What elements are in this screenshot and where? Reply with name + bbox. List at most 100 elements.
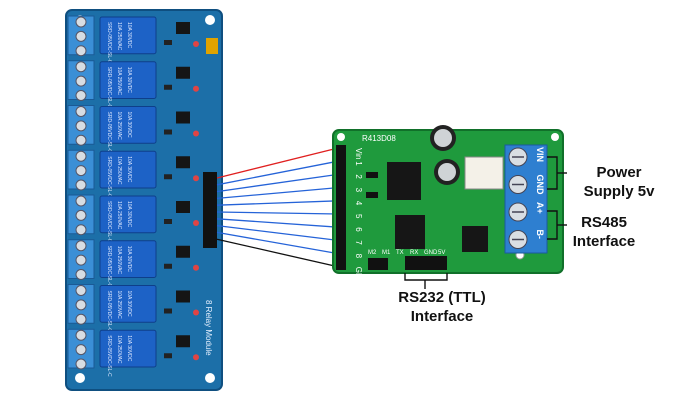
wire	[216, 231, 339, 255]
wire	[216, 173, 339, 193]
mount-hole	[551, 133, 559, 141]
screw-icon	[75, 224, 87, 236]
wire	[216, 186, 339, 200]
wire	[216, 211, 339, 215]
resistor	[164, 174, 172, 180]
uart-pin-label: TX	[396, 250, 404, 256]
header-pin-label: 2	[354, 174, 363, 179]
screw-icon	[75, 165, 87, 177]
callout-line: Supply 5v	[583, 183, 655, 200]
optocoupler	[176, 245, 190, 258]
relay-marking: 10A 30VDC	[126, 22, 132, 49]
header-pin-label: 3	[354, 188, 363, 193]
capacitor	[434, 159, 460, 185]
relay-marking: SRD-05VDC-SL-C	[106, 201, 112, 243]
screw-icon	[75, 120, 87, 132]
screw-icon	[75, 30, 87, 42]
controller-input-header	[336, 145, 346, 270]
optocoupler	[176, 111, 190, 124]
relay-marking: SRD-05VDC-SL-C	[106, 67, 112, 109]
chip	[395, 215, 425, 249]
screw-icon	[75, 106, 87, 117]
mount-hole	[337, 133, 345, 141]
relay-marking: SRD-05VDC-SL-C	[106, 22, 112, 64]
header-pin-label: GND	[354, 267, 363, 285]
wire-bundle	[216, 147, 339, 268]
screw-icon	[75, 209, 87, 221]
led	[193, 354, 199, 361]
relay-module-label: 8 Relay Module	[204, 300, 213, 356]
led	[193, 85, 199, 92]
led	[193, 220, 199, 226]
relay	[99, 195, 157, 234]
relay-input-header	[203, 172, 217, 248]
screw-icon	[75, 285, 87, 296]
terminal-label: GND	[535, 175, 545, 196]
rs232-callout: RS232 (TTL) Interface	[376, 288, 508, 326]
relay-marking: 10A 250VAC	[116, 156, 122, 185]
optocoupler	[176, 201, 190, 213]
relay-marking: 10A 30VDC	[126, 335, 132, 362]
relay-marking: 10A 250VAC	[116, 22, 122, 51]
uart-pin-label: M2	[368, 250, 377, 256]
relay-marking: 10A 250VAC	[116, 335, 122, 364]
optocoupler	[176, 290, 190, 303]
screw-icon	[75, 254, 87, 266]
terminal-label: B-	[535, 230, 545, 240]
screw-icon	[75, 45, 87, 57]
screw-icon	[75, 75, 87, 87]
optocoupler	[176, 22, 190, 34]
terminal-label: A+	[535, 202, 545, 214]
jumper	[206, 38, 218, 54]
header-pin-label: 6	[354, 227, 363, 232]
power-supply-callout: Power Supply 5v	[566, 163, 672, 201]
resistor	[366, 192, 378, 198]
relay-marking: SRD-05VDC-SL-C	[106, 246, 112, 288]
relay-marking: 10A 250VAC	[116, 112, 122, 141]
wire	[216, 147, 339, 179]
led	[193, 309, 199, 316]
screw-icon	[75, 329, 87, 341]
relay-marking: 10A 30VDC	[126, 246, 132, 273]
relay	[99, 240, 157, 278]
wire	[216, 218, 339, 228]
chip	[462, 226, 488, 252]
resistor	[164, 84, 172, 90]
screw-icon	[75, 313, 87, 325]
callout-line: RS485	[581, 214, 627, 231]
header-pin-label: 7	[354, 240, 363, 245]
callout-line: Interface	[410, 308, 474, 325]
relay	[99, 106, 157, 144]
callout-line: RS232 (TTL)	[398, 289, 486, 306]
resistor	[164, 219, 172, 224]
resistor	[366, 172, 378, 178]
optocoupler	[176, 66, 190, 79]
chip	[387, 162, 421, 200]
screw-icon	[75, 195, 87, 207]
optocoupler	[176, 335, 190, 348]
board-model-label: R413D08	[362, 134, 396, 143]
led	[193, 41, 199, 47]
resistor	[164, 308, 172, 314]
uart-pin-label: M1	[382, 250, 391, 256]
screw-icon	[75, 299, 87, 311]
mount-hole	[75, 373, 85, 383]
relay-marking: 10A 30VDC	[126, 201, 132, 228]
led	[193, 264, 199, 271]
capacitor	[430, 125, 456, 151]
relay	[99, 16, 157, 55]
screw-icon	[75, 240, 87, 252]
screw-icon	[75, 150, 87, 162]
uart-header	[405, 256, 447, 270]
relay-marking: 10A 250VAC	[116, 291, 122, 320]
rs232-bracket	[404, 273, 448, 281]
screw-icon	[75, 344, 87, 356]
relay	[99, 329, 157, 368]
